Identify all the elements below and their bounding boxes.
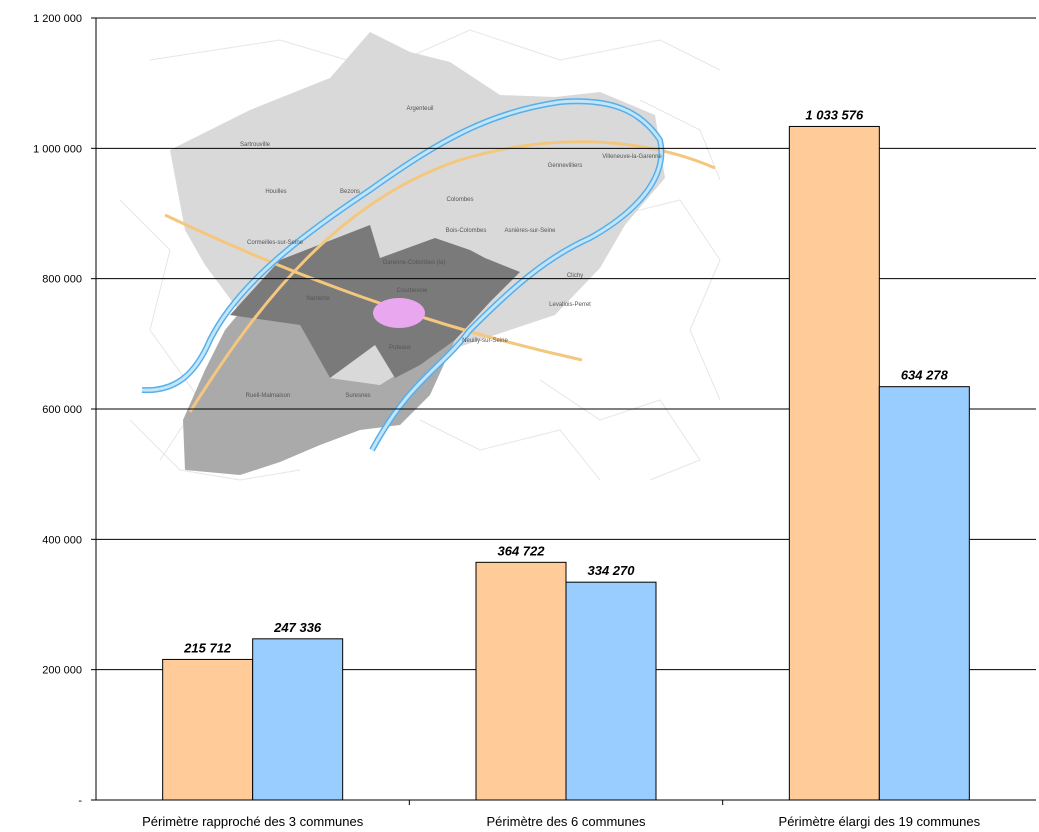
data-label: 364 722 [498,543,546,558]
y-tick-label: 1 000 000 [33,143,82,155]
data-label: 334 270 [588,563,636,578]
bar [162,658,254,801]
map-place-label: Sartrouville [240,142,271,148]
bar [475,561,567,801]
map-place-label: Argenteuil [406,106,433,112]
map-place-label: Asnières-sur-Seine [504,228,556,234]
y-tick-label: - [78,795,82,807]
map-place-label: Bois-Colombes [446,228,487,234]
category-label: Périmètre des 6 communes [487,814,646,829]
y-tick-label: 200 000 [42,665,82,677]
y-tick-label: 1 200 000 [33,13,82,25]
y-tick-label: 400 000 [42,534,82,546]
bar [252,638,344,801]
category-label: Périmètre élargi des 19 communes [779,814,981,829]
map-river [141,99,663,451]
bar [565,581,657,801]
map-center-marker [373,298,425,328]
map-place-label: Clichy [567,273,583,279]
map-place-label: Neuilly-sur-Seine [462,338,508,344]
map-place-label: Nanterre [306,296,330,302]
bar [878,386,970,801]
data-label: 634 278 [901,368,949,383]
map-place-label: Villeneuve-la-Garenne [602,154,662,160]
map-place-label: Puteaux [389,345,411,351]
map-place-label: Courbevoie [397,288,428,294]
y-tick-label: 800 000 [42,274,82,286]
map-place-label: Houilles [265,189,286,195]
data-label: 1 033 576 [805,107,864,122]
map-place-label: Suresnes [345,393,370,399]
map-background-roads [119,29,721,481]
map-place-label: Gennevilliers [548,163,583,169]
category-label: Périmètre rapproché des 3 communes [142,814,364,829]
map-place-label: Rueil-Malmaison [246,393,291,399]
map-place-label: Cormeilles-sur-Seine [247,240,304,246]
map-middle-area [183,312,455,475]
y-tick-label: 600 000 [42,404,82,416]
data-label: 247 336 [273,620,322,635]
bar [788,125,880,801]
map-place-label: Levallois-Perret [549,302,591,308]
bars: 215 712 247 336 364 722 334 270 1 033 576 634… [162,107,970,801]
map-place-label: Colombes [446,197,473,203]
axes: - 200 000 400 000 600 000 800 000 1 000 000 1 … [33,13,1036,829]
data-label: 215 712 [183,640,232,655]
map-place-label: Bezons [340,189,360,195]
map-place-label: Garenne-Colombes (la) [383,260,446,266]
map-route [164,213,583,362]
map-route [188,140,716,413]
